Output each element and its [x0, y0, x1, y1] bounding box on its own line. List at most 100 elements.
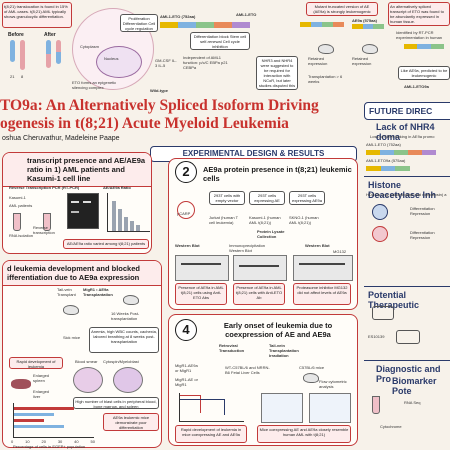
293t-empty-text: 293T cells with empty vector [213, 193, 241, 203]
flow-label: Flow cytometric analysis [319, 379, 347, 389]
poster-title: TO9a: An Alternatively Spliced Isoform D… [0, 97, 340, 133]
mouse-icon [123, 295, 139, 305]
lack-nhr4-sub: Loss of SIRH bicking in AE9a promo [370, 134, 435, 139]
eto-forms-label: ETO forms an epigenetic silencing comple… [72, 80, 117, 90]
gfp-tick: 20 [41, 439, 46, 444]
panel-4-title: Early onset of leukemia due to coexpress… [223, 321, 333, 339]
jurkat-label: Jurkat (human T cell leukemia) [209, 215, 238, 225]
panel-2-result-1: Presence of AE9a in AML t(8;21) cells us… [175, 283, 227, 305]
molecule-icon [396, 330, 420, 344]
rapid-result-text: Rapid development of leukemia [16, 359, 56, 369]
aml1-eto9a-bar [404, 44, 444, 49]
gfp-axis: 0 10 20 30 40 50 [11, 439, 95, 444]
authors: oshua Cheruvathur, Madeleine Paape [2, 135, 120, 142]
divider [364, 360, 450, 361]
panel-1-header: transcript presence and AE/AE9a ratio in… [3, 153, 151, 187]
gm-csf-label: GM-CSF IL-3 IL-5 [155, 58, 177, 68]
aml1-eto-752-bar [366, 150, 436, 155]
rna-seq-label: RNA Seq [404, 400, 421, 405]
identified-label: Identified by RT-PCR experimentation in … [396, 30, 443, 40]
293t-empty-box: 293T cells with empty vector [209, 191, 245, 205]
retained-label: Retained expression [308, 56, 328, 66]
aml1-eto-752-label: AML1-ETO (752aa) [366, 142, 401, 147]
divider [364, 286, 450, 287]
nhr3-note: NHR3 and NHR4 were suggested to be requi… [256, 56, 298, 90]
panel-4-result-2: Mice coexpressing AE and AE9a closely re… [257, 425, 351, 443]
band [181, 263, 221, 265]
skno-label: SKNO-1 (human AML t(8;21)) [289, 215, 319, 225]
title-line-2: ogenesis in t(8;21) Acute Myeloid Leukem… [0, 115, 289, 132]
mouse-icon [318, 44, 334, 54]
panel-2-number: 2 [175, 161, 197, 183]
alt-splice-note: An alternatively spliced transcript of E… [388, 2, 450, 26]
prolif-box: Proliferation Differentiation Cell cycle… [120, 14, 158, 32]
panel-4-result-2-text: Mice coexpressing AE and AE9a closely re… [259, 427, 349, 437]
migr1-ae-label: MigR1-AE or MigR1 [175, 377, 198, 387]
anemia-result: Anemia, high WBC counts, cachexia, labor… [89, 327, 159, 353]
chr21-label: 21 [10, 74, 15, 79]
aml1-eto-bar [160, 22, 250, 28]
chromosome-fused-icon [46, 40, 51, 68]
panel-2-result-3-text: Proteasome inhibitor MG132 did not affec… [296, 285, 348, 295]
plasmid-icon [177, 201, 195, 219]
cell-icon [372, 204, 388, 220]
aml1-eto9a-575-bar [366, 166, 411, 171]
mutant-note-text: Mutant truncated version of AE (AE9a) is… [313, 4, 371, 14]
293t-ae-text: 293T cells expressing AE [254, 193, 280, 203]
high-blast-result: High number of blast cells in peripheral… [73, 397, 159, 409]
ae9a-575-label: AE9a (575aa) [352, 18, 377, 23]
gfp-tick: 0 [11, 439, 14, 444]
aml1-eto9a-575-label: AML1-ETO9a (575aa) [366, 158, 406, 163]
panel-4: 4 Early onset of leukemia due to coexpre… [168, 314, 358, 446]
rna-isolation-label: RNA isolation [9, 233, 34, 238]
tube-icon [13, 213, 21, 231]
chromosome-fused-2-icon [56, 40, 61, 64]
panel-3-header: d leukemia development and blocked iffer… [3, 261, 161, 286]
anemia-result-text: Anemia, high WBC counts, cachexia, labor… [91, 329, 157, 344]
mutant-note: Mutant truncated version of AE (AE9a) is… [306, 2, 378, 16]
blood-smear-image [73, 367, 103, 393]
panel-2-result-2-text: Presence of AE9a in AML t(8;21) cells wi… [235, 285, 283, 300]
lysate-label: Protein Lysate Collection [257, 229, 285, 239]
chr8-label: 8 [21, 74, 24, 79]
panel-4-number: 4 [175, 319, 197, 341]
c57-label: C57BL/6 mice [299, 365, 325, 370]
gel-band [71, 201, 79, 203]
hdac-heading: Histone Deacetylase Inh [368, 180, 437, 200]
aml1-eto-label: AML1-ETO (752aa) [160, 14, 196, 19]
panel-4-result-1: Rapid development of leukemia in mice co… [175, 425, 247, 443]
western-label-2: Western Blot [305, 243, 330, 248]
cell-icon [372, 226, 388, 242]
ratio-chart [107, 193, 150, 232]
mouse-icon [63, 305, 79, 315]
diff-rep-label-2: Differentiation Repression [410, 230, 435, 240]
transplant-label: MigR1 • AE9a Transplantation [83, 287, 113, 297]
nucleus-label: Nucleus [104, 56, 119, 61]
293t-ae9a-box: 293T cells expressing AE9a [289, 191, 325, 205]
293t-ae-box: 293T cells expressing AE [249, 191, 285, 205]
aml1-eto-small-label: AML1-ETO [236, 12, 257, 17]
diff-block-text: Differentiation block Stem cell self-ren… [193, 34, 247, 49]
molecule-icon [372, 306, 394, 320]
like-ae9a-text: Like AE9a, predicted to be leukemogenic [400, 68, 448, 78]
western-blot-image [175, 255, 229, 281]
panel-1-title: transcript presence and AE/AE9a ratio in… [27, 156, 146, 183]
tube-icon [372, 396, 380, 414]
diff-block-box: Differentiation block Stem cell self-ren… [190, 32, 250, 50]
gfp-chart [13, 403, 94, 438]
ae9a-blocked-result: AE9a leukemic mice demonstrate poor diff… [103, 413, 159, 431]
survival-chart [179, 393, 244, 422]
mouse-icon [303, 373, 319, 383]
tail-vein-label: Tail-vein Transplantation Irradiation [269, 343, 299, 358]
aml-patients-label: AML patients [9, 203, 33, 208]
top-strip: t(8;21) translocation is found in 15% of… [0, 0, 450, 93]
ae9a-blocked-text: AE9a leukemic mice demonstrate poor diff… [112, 415, 150, 430]
es-label: ES10139 [368, 334, 385, 339]
panel-4-result-1-text: Rapid development of leukemia in mice co… [180, 427, 242, 437]
future-header-text: FUTURE DIREC [369, 106, 433, 116]
panel-2-title: AE9a protein presence in t(8;21) leukemi… [203, 165, 352, 183]
kasumi-label: Kasumi-1 (human AML t(8;21)) [249, 215, 281, 225]
retained-label-2: Retained expression [352, 56, 372, 66]
like-ae9a-note: Like AE9a, predicted to be leukemogenic [398, 66, 450, 80]
rt-pcr-label: Reverse Transcription PCR (RT-PCR) [9, 185, 80, 190]
